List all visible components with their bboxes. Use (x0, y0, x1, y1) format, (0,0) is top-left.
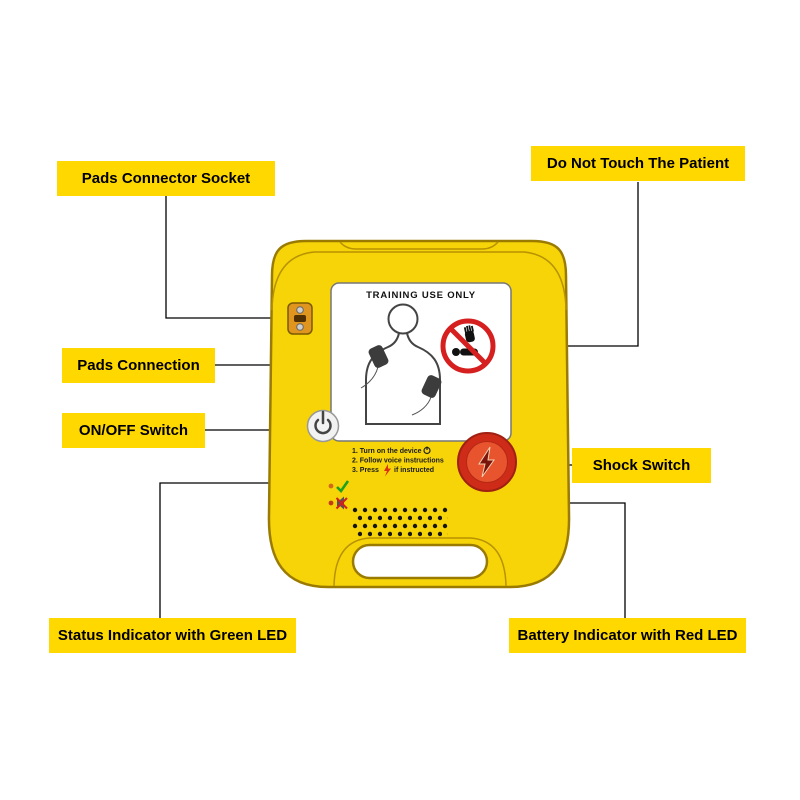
do-not-touch-icon (440, 318, 496, 374)
on-off-button (306, 409, 340, 443)
speaker-grille (352, 506, 448, 537)
instruction-line-3-suffix: if instructed (394, 467, 434, 474)
label-pads-connector-socket: Pads Connector Socket (57, 161, 275, 196)
red-x-icon (335, 496, 348, 510)
panel-title: TRAINING USE ONLY (366, 290, 476, 301)
patient-torso-illustration (360, 303, 442, 425)
lightning-bolt-icon (478, 446, 495, 478)
battery-indicator-led (328, 496, 348, 510)
instruction-line-3-prefix: 3. Press (352, 467, 379, 474)
shock-button (457, 432, 517, 492)
label-shock-switch: Shock Switch (572, 448, 711, 483)
label-status-indicator: Status Indicator with Green LED (49, 618, 296, 653)
label-on-off-switch: ON/OFF Switch (62, 413, 205, 448)
instruction-line-2: 2. Follow voice instructions (352, 458, 444, 465)
label-pads-connection: Pads Connection (62, 348, 215, 383)
green-check-icon (336, 480, 350, 494)
instruction-lightning-icon (384, 464, 391, 477)
status-indicator-led (328, 480, 350, 494)
callout-line-pads-connector-socket (165, 196, 286, 319)
handle-cutout (351, 543, 489, 580)
label-battery-indicator: Battery Indicator with Red LED (509, 618, 746, 653)
electrode-pad-upper (368, 345, 389, 368)
case-seams (271, 241, 567, 587)
pads-connector-socket (287, 302, 313, 335)
instruction-line-1: 1. Turn on the device (352, 448, 422, 455)
power-symbol-icon (423, 446, 431, 455)
label-do-not-touch-patient: Do Not Touch The Patient (531, 146, 745, 181)
electrode-pad-lower (421, 375, 442, 398)
